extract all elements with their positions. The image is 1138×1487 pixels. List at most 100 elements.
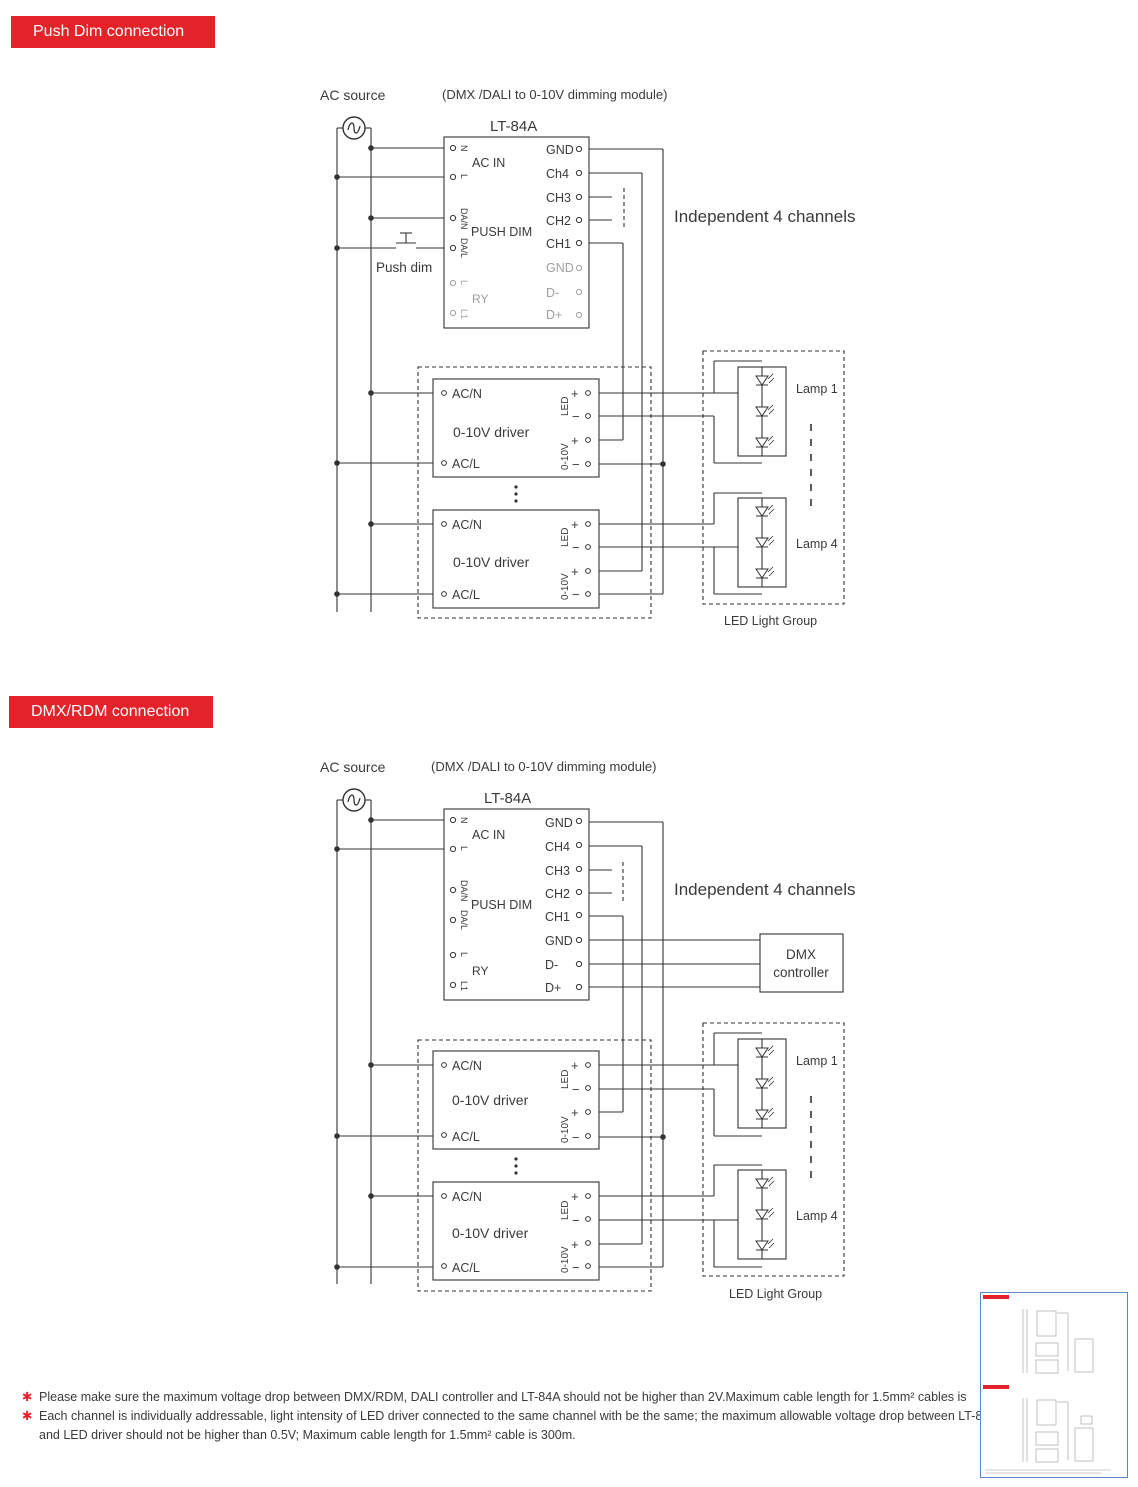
- page-thumbnail[interactable]: [980, 1292, 1128, 1478]
- pin-ch3-label: CH3: [545, 864, 570, 878]
- pin-dan-label: DA/N: [459, 208, 469, 230]
- wires: [336, 127, 762, 612]
- terminal-pin: [441, 1062, 447, 1068]
- terminal-pin: [449, 916, 457, 924]
- pin-ch1-label: CH1: [546, 237, 571, 251]
- driver1-acn: AC/N: [452, 1059, 482, 1073]
- terminal-pin: [585, 1133, 591, 1139]
- terminal-pin: [449, 214, 457, 222]
- led-group-label: LED Light Group: [724, 614, 817, 628]
- driver4-label: 0-10V driver: [453, 554, 530, 570]
- pin-ch1-label: CH1: [545, 910, 570, 924]
- driver4-plus1: +: [571, 517, 579, 532]
- led-icon: [755, 1178, 769, 1189]
- junction-dots: [334, 817, 666, 1270]
- module-description: (DMX /DALI to 0-10V dimming module): [442, 87, 667, 102]
- terminal-pin: [585, 1085, 591, 1091]
- terminal-pin: [449, 279, 457, 287]
- pin-gnd-label: GND: [546, 143, 574, 157]
- led-group-label: LED Light Group: [729, 1287, 822, 1301]
- terminal-pin: [575, 145, 583, 153]
- push-dim-port-label: PUSH DIM: [471, 898, 532, 912]
- led-icon: [755, 437, 769, 448]
- driver1-acl: AC/L: [452, 457, 480, 471]
- channels-label: Independent 4 channels: [674, 880, 856, 899]
- footnote-2-line2: and LED driver should not be higher than…: [39, 1428, 576, 1442]
- footnote-1: ✱ Please make sure the maximum voltage d…: [22, 1388, 982, 1407]
- ac-source-label: AC source: [320, 87, 386, 103]
- wires: [336, 799, 762, 1284]
- lamp1-label: Lamp 1: [796, 1054, 838, 1068]
- led-icon: [755, 1209, 769, 1220]
- terminal-pin: [585, 568, 591, 574]
- driver1-minus2: −: [572, 1130, 580, 1145]
- thumbnail-preview-graphic: [983, 1295, 1111, 1474]
- driver4-acl: AC/L: [452, 588, 480, 602]
- led-icon: [755, 1078, 769, 1089]
- red-star-icon: ✱: [22, 1390, 33, 1404]
- push-dim-switch-label: Push dim: [376, 260, 432, 275]
- driver1-led-side: LED: [560, 1070, 571, 1089]
- dmx-controller-line2: controller: [773, 965, 829, 980]
- dmx-rdm-wiring-diagram: AC source (DMX /DALI to 0-10V dimming mo…: [320, 759, 856, 1301]
- driver-box-4: [432, 1181, 600, 1281]
- terminal-pin: [585, 1240, 591, 1246]
- pin-l1-label: L1: [459, 981, 469, 991]
- terminal-pin: [585, 1062, 591, 1068]
- pin-gnd2-label: GND: [546, 261, 574, 275]
- terminal-pin: [575, 865, 583, 873]
- pin-ch2-label: CH2: [545, 887, 570, 901]
- driver4-led-side: LED: [560, 1201, 571, 1220]
- led-icon: [755, 568, 769, 579]
- driver4-minus1: −: [572, 540, 580, 555]
- pin-dminus-label: D-: [546, 286, 559, 300]
- dashed-lines: [417, 862, 845, 1292]
- terminal-pin: [585, 413, 591, 419]
- terminal-pin: [575, 193, 583, 201]
- push-dim-wiring-diagram: AC source (DMX /DALI to 0-10V dimming mo…: [320, 87, 856, 628]
- pin-dan-label: DA/N: [459, 880, 469, 902]
- terminal-pin: [441, 1193, 447, 1199]
- terminal-pin: [585, 390, 591, 396]
- terminal-pin: [449, 951, 457, 959]
- led-icon: [755, 506, 769, 517]
- pin-ch4-label: Ch4: [546, 167, 569, 181]
- dmx-controller-box: [759, 933, 844, 993]
- terminal-pin: [575, 888, 583, 896]
- ac-source-label: AC source: [320, 759, 386, 775]
- module-name: LT-84A: [490, 118, 537, 135]
- ry-label: RY: [472, 292, 488, 306]
- terminal-pin: [585, 1216, 591, 1222]
- terminal-pin: [575, 311, 583, 319]
- driver1-volt-side: 0-10V: [560, 443, 571, 470]
- driver-box-1: [432, 378, 600, 478]
- pin-gnd2-label: GND: [545, 934, 573, 948]
- led-icons: [755, 1039, 775, 1259]
- junction-dots: [334, 145, 666, 597]
- terminal-pin: [575, 169, 583, 177]
- terminal-pin: [585, 1193, 591, 1199]
- terminal-pin: [585, 437, 591, 443]
- terminal-pin: [575, 960, 583, 968]
- ac-in-label: AC IN: [472, 156, 505, 170]
- channels-label: Independent 4 channels: [674, 207, 856, 226]
- terminal-pin: [449, 144, 457, 152]
- dashed-lines: [417, 188, 845, 619]
- pin-ch4-label: CH4: [545, 840, 570, 854]
- pin-ch2-label: CH2: [546, 214, 571, 228]
- driver-ellipsis: [514, 485, 518, 503]
- driver4-volt-side: 0-10V: [560, 573, 571, 600]
- led-icon: [755, 537, 769, 548]
- lamp4-label: Lamp 4: [796, 1209, 838, 1223]
- lamp1-label: Lamp 1: [796, 382, 838, 396]
- pin-n-label: N: [459, 817, 469, 824]
- driver1-led-side: LED: [560, 397, 571, 416]
- driver1-minus1: −: [572, 1082, 580, 1097]
- terminal-pin: [575, 264, 583, 272]
- terminal-pin: [575, 936, 583, 944]
- terminal-pin: [441, 390, 447, 396]
- driver4-acn: AC/N: [452, 518, 482, 532]
- terminal-pin: [575, 817, 583, 825]
- led-icon: [755, 1047, 769, 1058]
- footnotes: ✱ Please make sure the maximum voltage d…: [22, 1388, 982, 1445]
